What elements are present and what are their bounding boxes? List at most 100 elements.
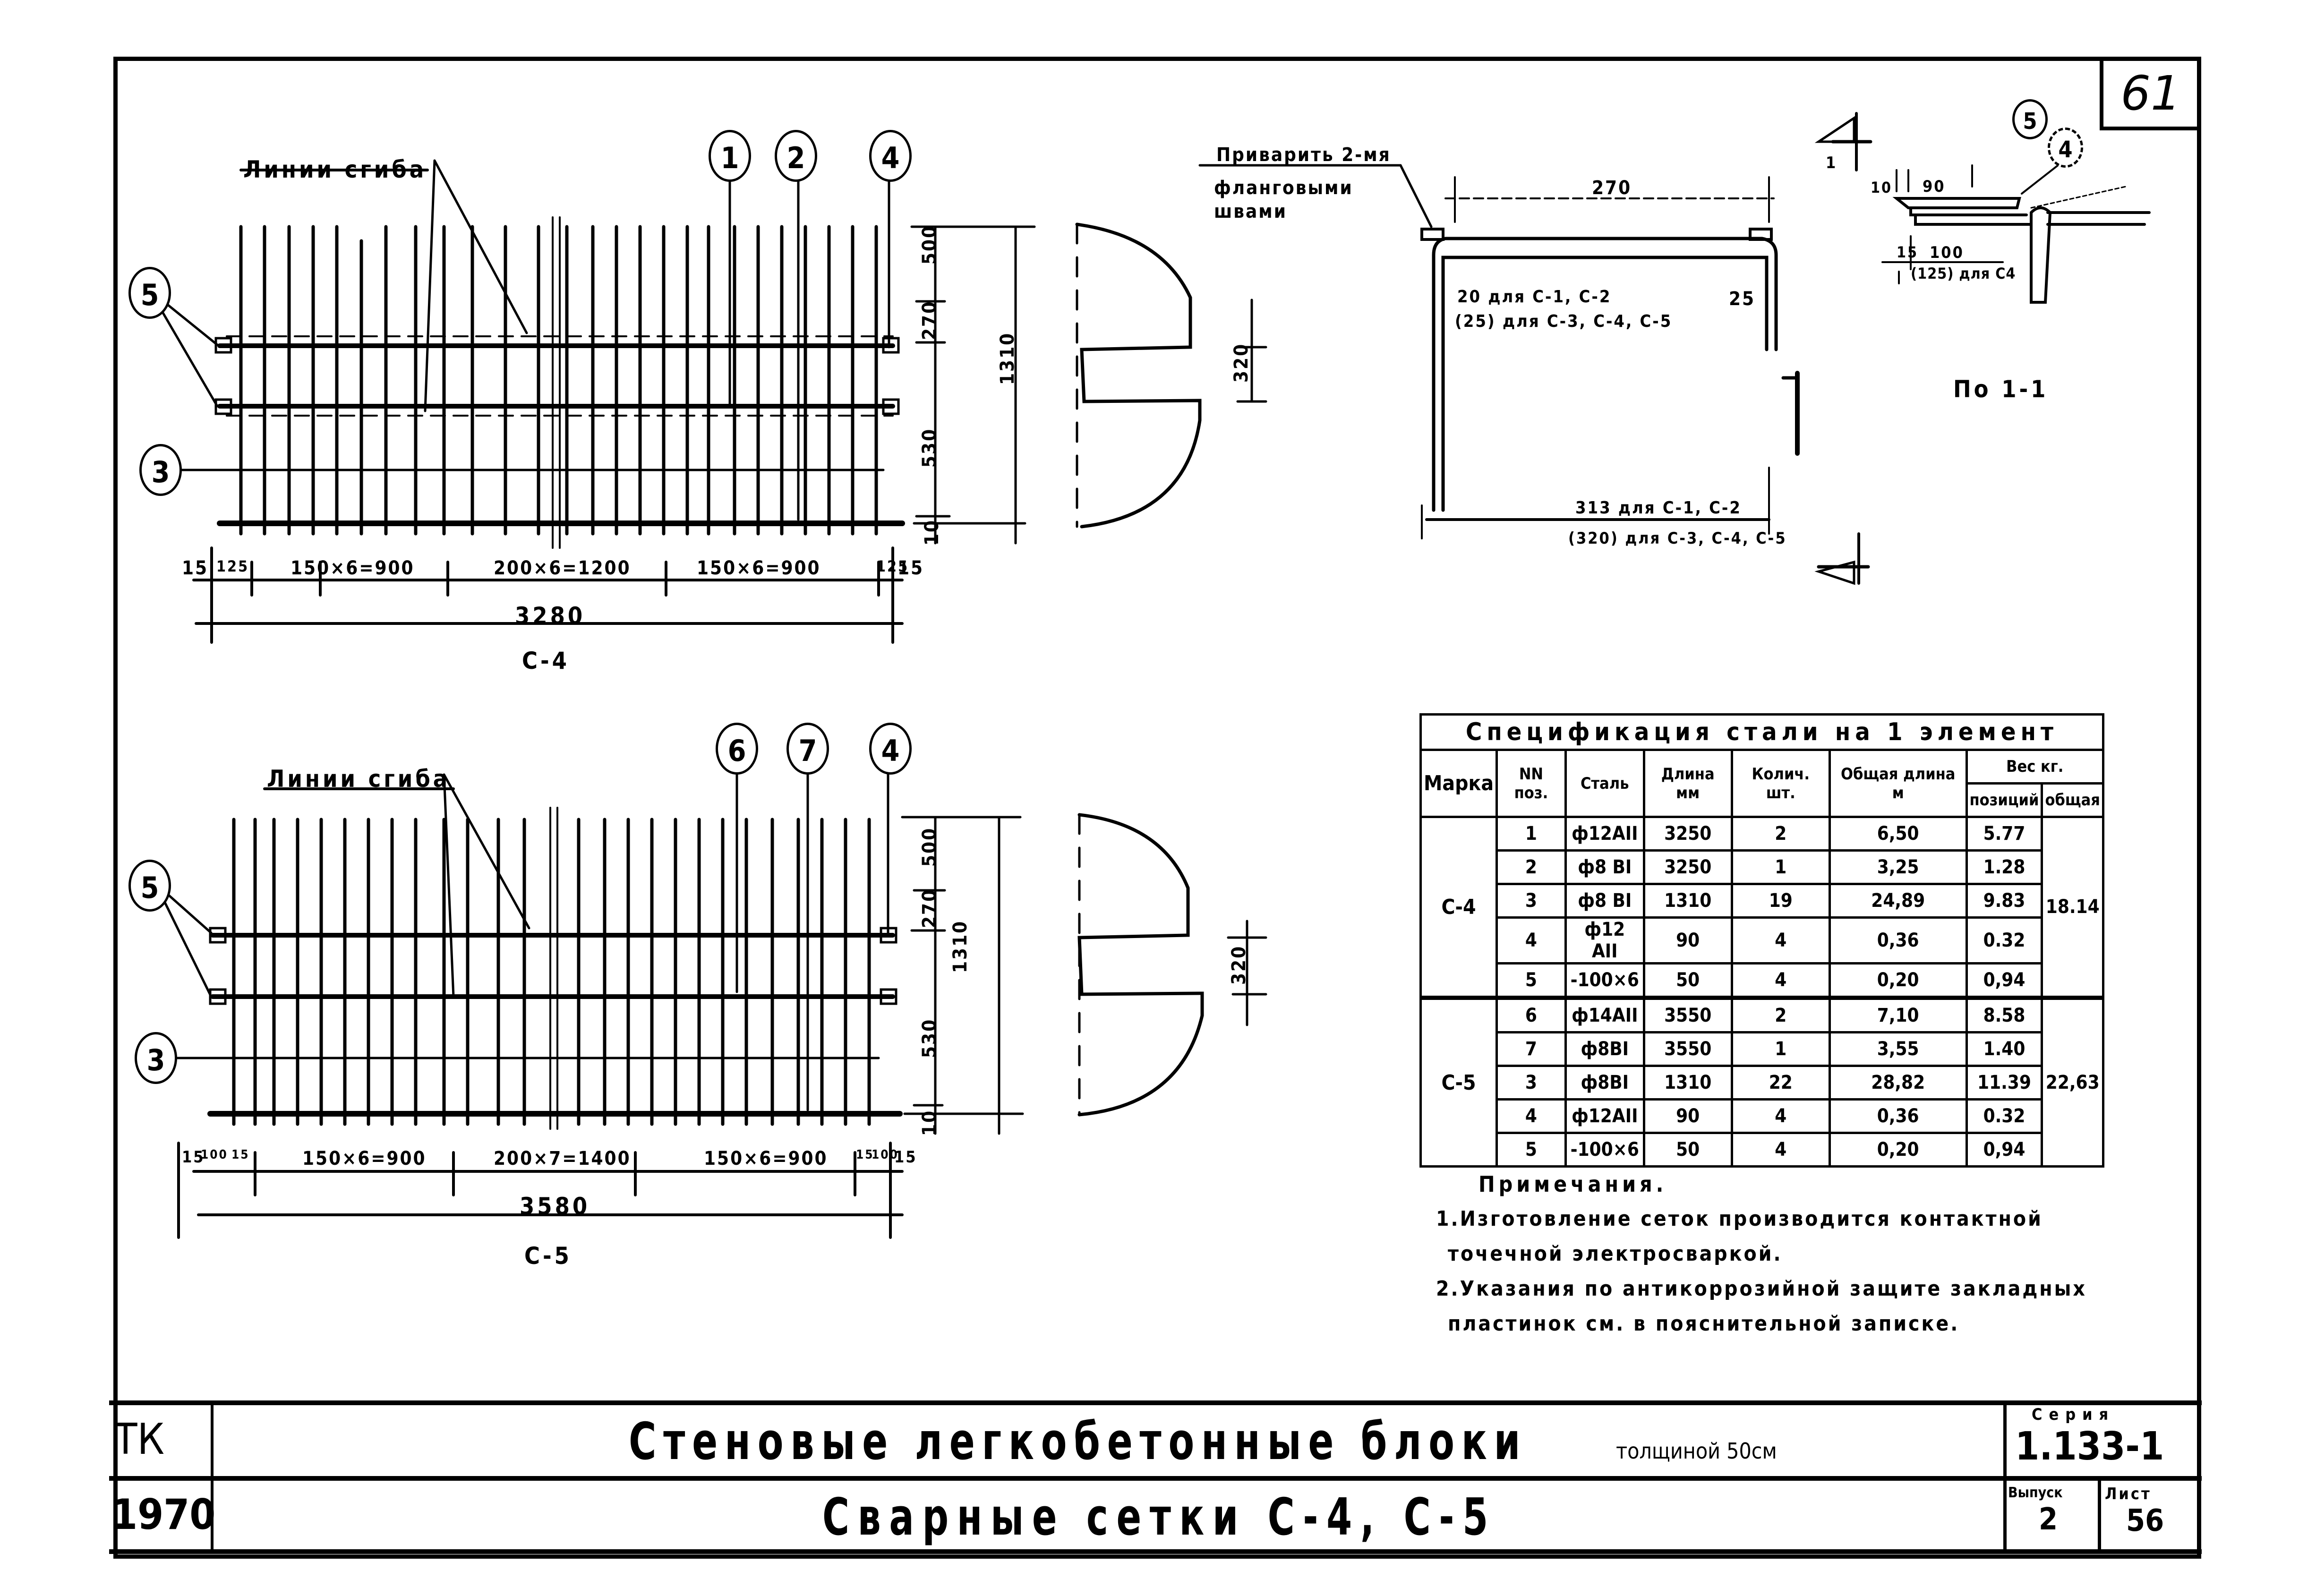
- plate-dim-100: 100: [1930, 243, 1964, 262]
- issue-label: Выпуск: [2008, 1485, 2063, 1501]
- weld-note-line3: швами: [1214, 201, 1287, 222]
- c5-dim-1310: 1310: [949, 920, 971, 973]
- cell-weight: 0.32: [1965, 916, 2043, 964]
- c5-dim-150x6-right: 150×6=900: [704, 1148, 828, 1169]
- c4-dim-125-right: 125: [876, 557, 909, 575]
- series-number: 1.133-1: [2015, 1424, 2164, 1469]
- c5-dim-15-left: 15: [182, 1148, 205, 1167]
- cell-qty: 1: [1730, 1031, 1831, 1067]
- section-dim-bottom-2: (320) для С-3, С-4, С-5: [1568, 529, 1787, 548]
- mark-c5: С-5: [1419, 997, 1498, 1168]
- cell-pos: 6: [1496, 997, 1567, 1033]
- cell-qty: 2: [1730, 997, 1831, 1033]
- cell-total-length: 24,89: [1828, 883, 1968, 919]
- c4-callout-2: 2: [775, 130, 817, 182]
- col-length: Длина мм: [1642, 749, 1733, 818]
- sheet-number: 56: [2126, 1503, 2164, 1538]
- c4-mesh: [166, 335, 905, 526]
- cell-pos: 2: [1496, 849, 1567, 885]
- c4-dim-15-left: 15: [182, 557, 209, 579]
- cell-steel: ф14АII: [1564, 997, 1645, 1033]
- c5-dim-15-right: 15: [894, 1148, 917, 1167]
- cell-steel: ф8 ВI: [1564, 883, 1645, 919]
- plate-callout-4: 4: [2048, 128, 2083, 168]
- cell-length: 90: [1642, 916, 1733, 964]
- page-number: 61: [2100, 60, 2198, 130]
- cell-length: 3550: [1642, 997, 1733, 1033]
- c4-profile-dim-320: 320: [1231, 342, 1252, 383]
- sheet-label: Лист: [2105, 1485, 2152, 1503]
- cell-steel: ф8ВI: [1564, 1065, 1645, 1101]
- notes-heading: Примечания.: [1479, 1171, 1667, 1197]
- spec-table-title: Спецификация стали на 1 элемент: [1419, 713, 2104, 751]
- cell-total-length: 28,82: [1828, 1065, 1968, 1101]
- c4-caption: С-4: [522, 647, 570, 674]
- section-dim-left-1: 20 для С-1, С-2: [1457, 287, 1612, 307]
- plate-detail: [1881, 150, 2151, 304]
- c5-vertical-dims: [901, 816, 1024, 1135]
- col-mark: Марка: [1419, 749, 1498, 818]
- cell-qty: 22: [1730, 1065, 1831, 1101]
- cell-pos: 5: [1496, 962, 1567, 999]
- c5-bend-lines-label: Линии сгиба: [267, 765, 451, 793]
- c4-dim-500: 500: [919, 224, 940, 265]
- cell-length: 3550: [1642, 1031, 1733, 1067]
- cell-length: 90: [1642, 1098, 1733, 1134]
- weld-note-line1: Приварить 2-мя: [1216, 144, 1391, 166]
- c5-dim-270: 270: [919, 888, 940, 928]
- cell-total-length: 3,25: [1828, 849, 1968, 885]
- section-mark-top: 1: [1826, 154, 1837, 172]
- note-line: пластинок см. в пояснительной записке.: [1448, 1312, 1960, 1336]
- year: 1970: [111, 1490, 216, 1539]
- c5-caption: С-5: [524, 1242, 572, 1270]
- c4-callout-3: 3: [139, 444, 182, 496]
- note-line: 2.Указания по антикоррозийной защите зак…: [1436, 1277, 2087, 1301]
- notes: Примечания. 1.Изготовление сеток произво…: [1436, 1167, 2192, 1341]
- cell-length: 50: [1642, 962, 1733, 999]
- cell-weight: 9.83: [1965, 883, 2043, 919]
- cell-weight: 8.58: [1965, 997, 2043, 1033]
- section-dim-bottom-1: 313 для С-1, С-2: [1575, 498, 1742, 518]
- cell-length: 1310: [1642, 883, 1733, 919]
- col-qty: Колич. шт.: [1730, 749, 1831, 818]
- cell-qty: 4: [1730, 916, 1831, 964]
- cell-total-length: 0,20: [1828, 962, 1968, 999]
- cell-qty: 2: [1730, 816, 1831, 852]
- cell-qty: 4: [1730, 1132, 1831, 1168]
- c5-callout-5: 5: [128, 860, 171, 912]
- table-row: 5 -100×6 50 4 0,20 0,94: [1421, 1132, 2103, 1168]
- section-dim-25: 25: [1729, 288, 1756, 310]
- c4-dim-200x6: 200×6=1200: [494, 557, 631, 579]
- cell-weight: 0,94: [1965, 962, 2043, 999]
- c4-callout-5: 5: [128, 267, 171, 319]
- c5-dim-200x7: 200×7=1400: [494, 1148, 631, 1169]
- cell-weight: 0.32: [1965, 1098, 2043, 1134]
- cell-pos: 7: [1496, 1031, 1567, 1067]
- col-total-length: Общая длина м: [1828, 749, 1968, 818]
- cell-weight: 0,94: [1965, 1132, 2043, 1168]
- table-row: 5 -100×6 50 4 0,20 0,94: [1420, 962, 2103, 999]
- c5-horizontal-dims: [177, 1142, 904, 1239]
- c4-callout-1: 1: [709, 130, 751, 182]
- c5-dim-15-left-inner: 15: [231, 1148, 250, 1162]
- cell-pos: 4: [1496, 916, 1567, 964]
- cell-steel: ф8 ВI: [1564, 849, 1645, 885]
- cell-steel: ф12АII: [1564, 1098, 1645, 1134]
- cell-steel: ф12 АII: [1564, 916, 1645, 964]
- cell-total-length: 7,10: [1828, 997, 1968, 1033]
- section-detail: [1198, 112, 1872, 585]
- c5-dim-100-left: 100: [201, 1148, 228, 1162]
- c5-profile-dim-320: 320: [1228, 945, 1250, 985]
- steel-spec-table: Спецификация стали на 1 элемент Марка NN…: [1419, 713, 2104, 1168]
- c4-dim-150x6-right: 150×6=900: [697, 557, 821, 579]
- c5-dim-15-right-inner: 15: [856, 1148, 874, 1162]
- c5-callout-6: 6: [716, 723, 758, 775]
- plate-dim-note: (125) для С4: [1911, 265, 2016, 282]
- c5-rods: [232, 807, 871, 1130]
- sheet-frame: [113, 57, 2201, 1559]
- c5-mesh: [166, 933, 903, 1117]
- table-row: 3 ф8 ВI 1310 19 24,89 9.83: [1421, 883, 2103, 919]
- c4-dim-125-left: 125: [216, 557, 249, 575]
- c5-dim-150x6-left: 150×6=900: [302, 1148, 427, 1169]
